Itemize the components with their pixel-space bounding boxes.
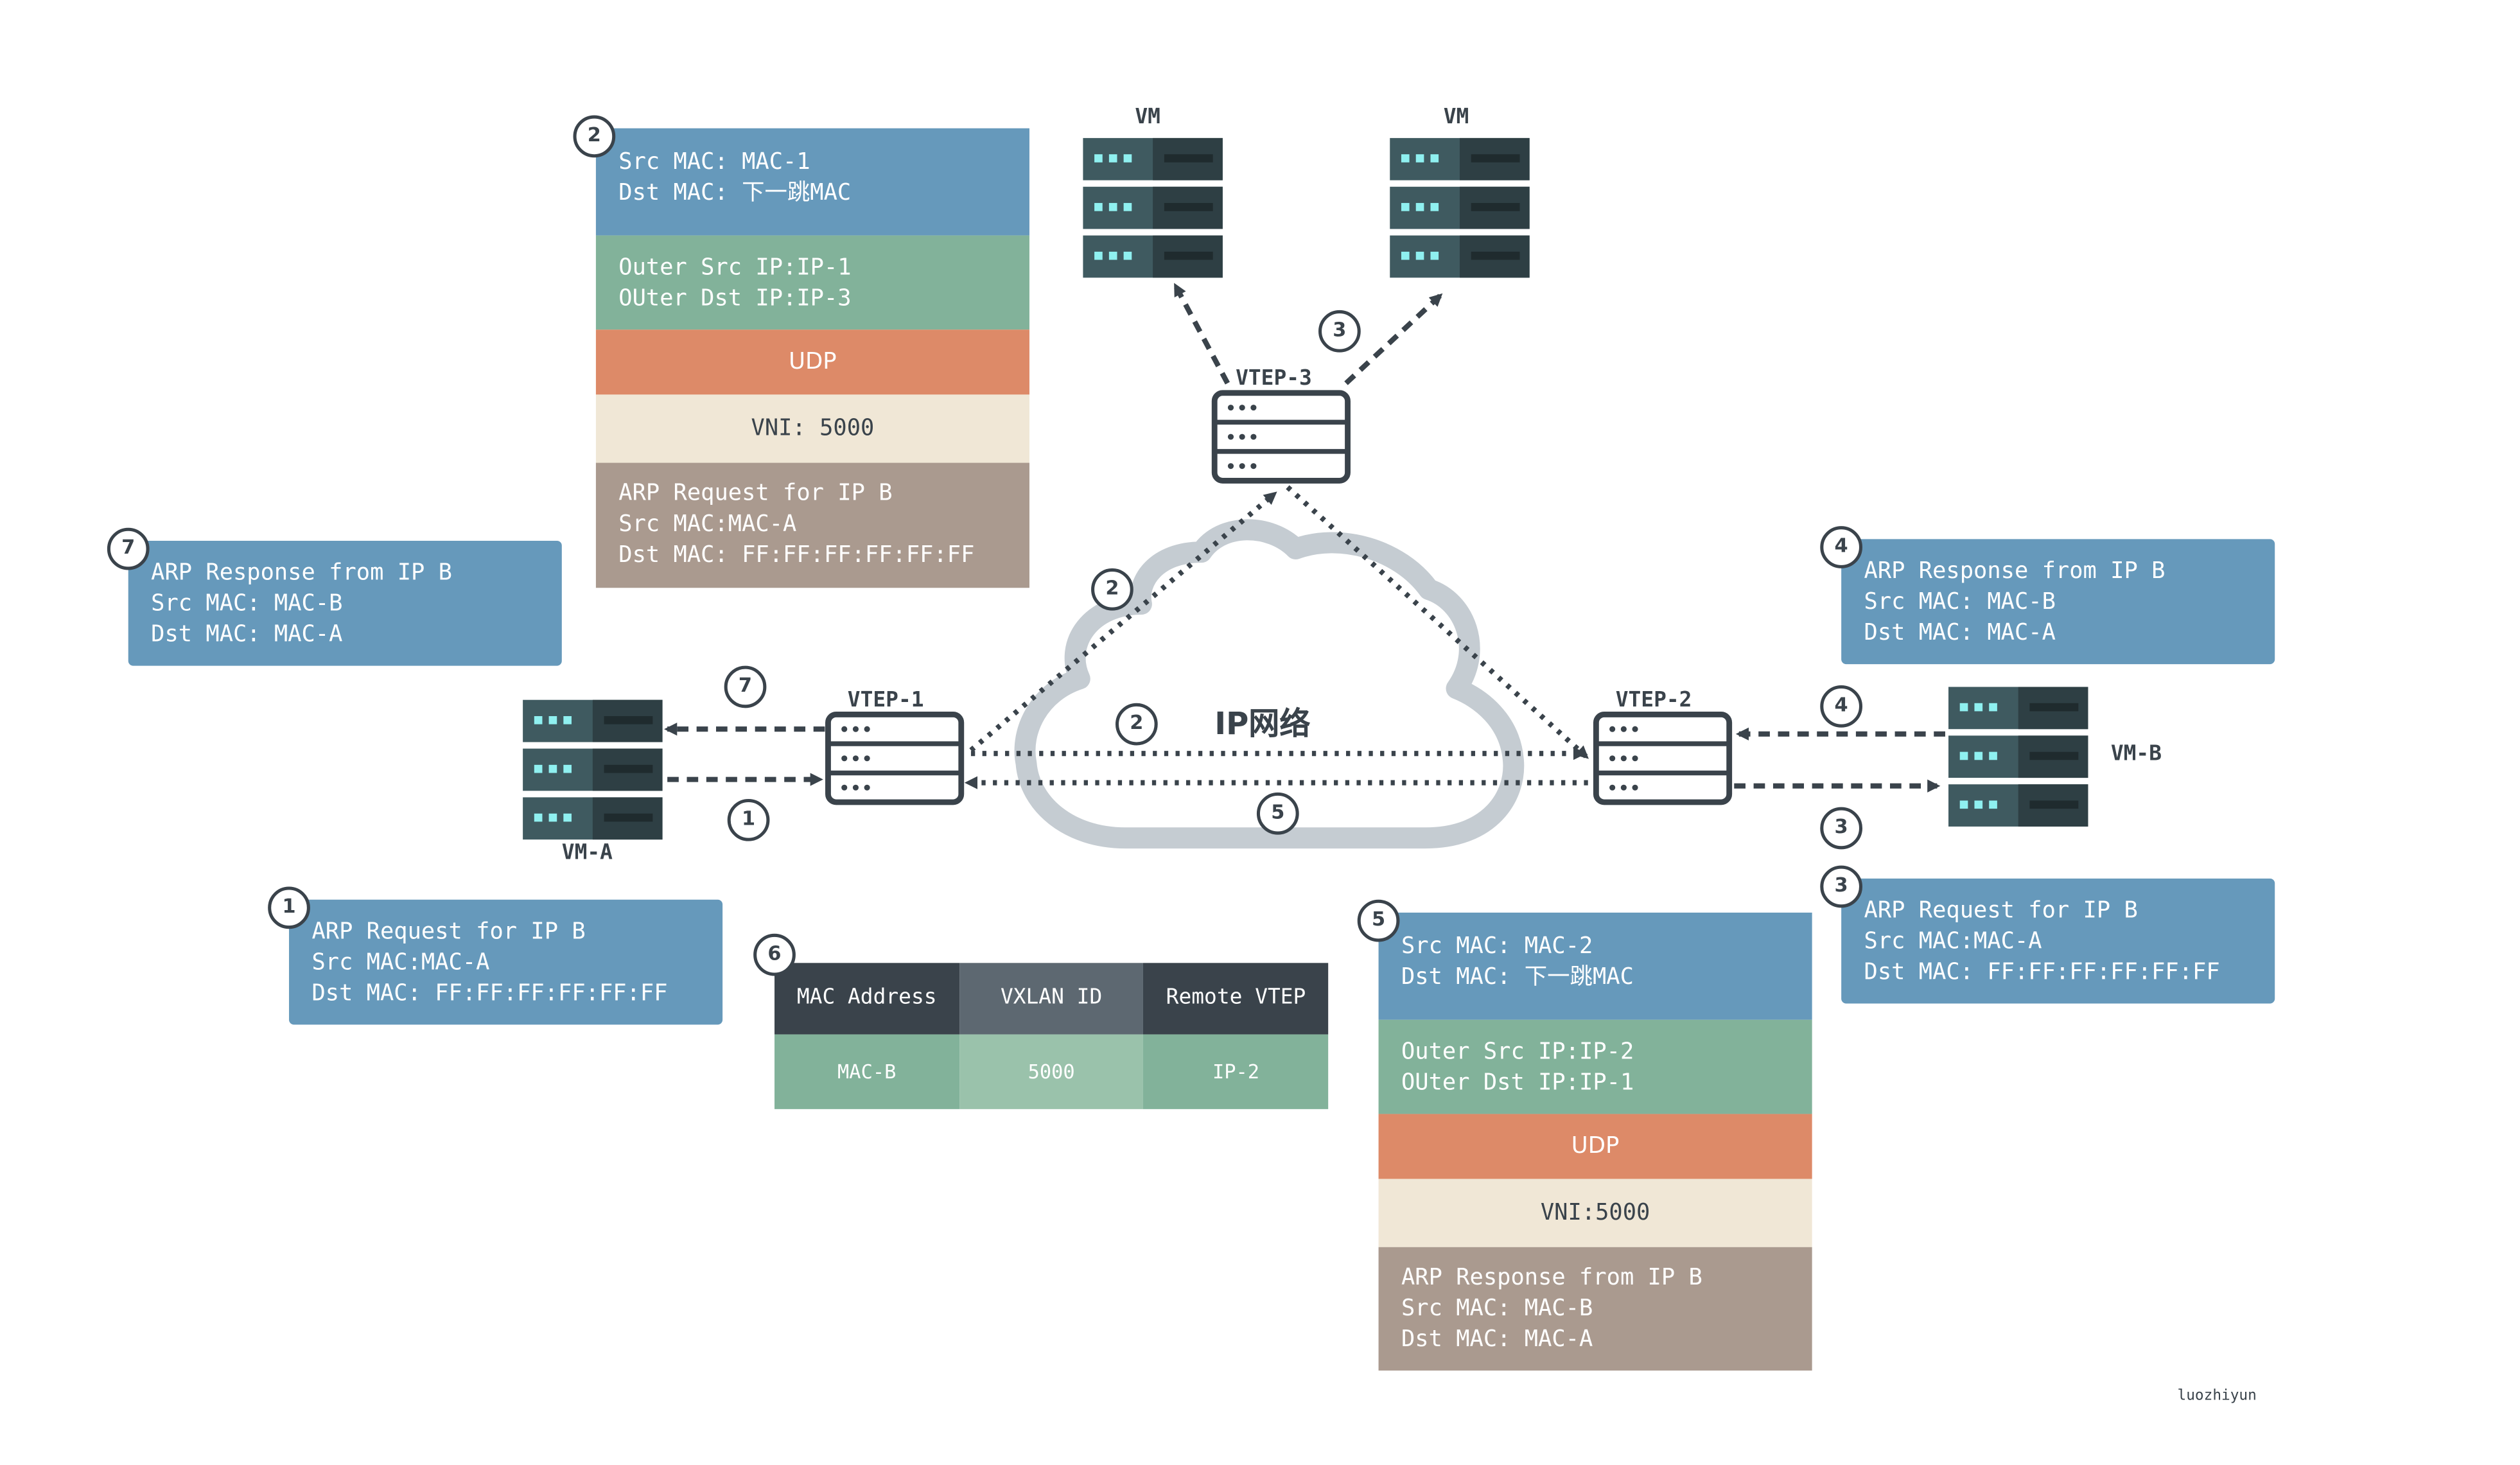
vm-right-top-server-icon bbox=[1390, 138, 1529, 277]
arp-message-line: Src MAC: MAC-B bbox=[151, 591, 343, 617]
arp-message-line: Src MAC: MAC-B bbox=[1864, 589, 2056, 616]
arrow-vtep1-to-vtep3 bbox=[969, 491, 1277, 753]
vtep2-switch-icon bbox=[1596, 714, 1729, 802]
table-header-remote-vtep: Remote VTEP bbox=[1143, 963, 1329, 1035]
vtep1-label: VTEP-1 bbox=[847, 689, 924, 713]
ip-network-cloud bbox=[1014, 519, 1525, 849]
packet-5-payload-line: Dst MAC: MAC-A bbox=[1401, 1326, 1593, 1353]
table-row: MAC-B 5000 IP-2 bbox=[774, 1034, 1329, 1109]
step-badge-4: 4 bbox=[1820, 526, 1863, 568]
packet-5-vni: VNI:5000 bbox=[1378, 1179, 1812, 1247]
step-badge-5: 5 bbox=[1357, 899, 1400, 942]
packet-2-dst-mac: Dst MAC: 下一跳MAC bbox=[618, 180, 852, 207]
arp-message-line: ARP Request for IP B bbox=[1864, 898, 2138, 924]
packet-2-stack: Src MAC: MAC-1 Dst MAC: 下一跳MAC Outer Src… bbox=[595, 128, 1029, 588]
step-badge-3: 3 bbox=[1318, 310, 1361, 353]
packet-5-payload-line: Src MAC: MAC-B bbox=[1401, 1295, 1593, 1322]
vm-left-top-server-icon bbox=[1083, 138, 1222, 277]
packet-5-ethernet-header: Src MAC: MAC-2 Dst MAC: 下一跳MAC bbox=[1378, 912, 1812, 1020]
step-badge-2: 2 bbox=[573, 115, 616, 158]
packet-5-stack: Src MAC: MAC-2 Dst MAC: 下一跳MAC Outer Src… bbox=[1378, 912, 1812, 1371]
table-header-mac: MAC Address bbox=[774, 963, 959, 1035]
arp-message-1: ARP Request for IP B Src MAC:MAC-A Dst M… bbox=[289, 899, 723, 1025]
packet-5-udp: UDP bbox=[1378, 1114, 1812, 1179]
packet-2-payload: ARP Request for IP B Src MAC:MAC-A Dst M… bbox=[595, 462, 1029, 588]
packet-2-payload-line: Src MAC:MAC-A bbox=[618, 511, 797, 538]
step-badge-1: 1 bbox=[268, 886, 310, 929]
arp-message-3: ARP Request for IP B Src MAC:MAC-A Dst M… bbox=[1841, 878, 2275, 1004]
arp-message-line: Dst MAC: MAC-A bbox=[1864, 620, 2056, 647]
arrow-vtep3-to-vm-left bbox=[1173, 283, 1230, 385]
table-cell-mac: MAC-B bbox=[774, 1034, 959, 1109]
vtep2-label: VTEP-2 bbox=[1615, 689, 1692, 713]
packet-5-src-mac: Src MAC: MAC-2 bbox=[1401, 933, 1593, 960]
table-cell-remote-vtep: IP-2 bbox=[1143, 1034, 1329, 1109]
vm-left-top-label: VM bbox=[1135, 105, 1160, 130]
table-header-row: MAC Address VXLAN ID Remote VTEP bbox=[774, 963, 1329, 1035]
step-badge-2: 2 bbox=[1115, 703, 1158, 746]
step-badge-5: 5 bbox=[1256, 792, 1299, 835]
step-badge-2: 2 bbox=[1091, 568, 1133, 611]
arp-message-line: ARP Response from IP B bbox=[1864, 558, 2166, 585]
packet-2-payload-line: Dst MAC: FF:FF:FF:FF:FF:FF bbox=[618, 542, 975, 568]
packet-2-src-mac: Src MAC: MAC-1 bbox=[618, 149, 810, 176]
step-badge-1: 1 bbox=[727, 798, 770, 841]
arp-message-line: Dst MAC: MAC-A bbox=[151, 622, 343, 648]
packet-2-vni: VNI: 5000 bbox=[595, 394, 1029, 463]
packet-5-payload: ARP Response from IP B Src MAC: MAC-B Ds… bbox=[1378, 1247, 1812, 1371]
ip-network-label: IP网络 bbox=[1214, 706, 1311, 742]
arrow-vtep3-to-vm-right bbox=[1344, 293, 1443, 385]
table-cell-vxlan-id: 5000 bbox=[959, 1034, 1144, 1109]
vm-b-server-icon bbox=[1948, 687, 2088, 826]
arp-message-line: ARP Response from IP B bbox=[151, 560, 452, 586]
table-header-vxlan-id: VXLAN ID bbox=[959, 963, 1144, 1035]
vm-a-label: VM-A bbox=[561, 841, 613, 866]
arp-message-line: Dst MAC: FF:FF:FF:FF:FF:FF bbox=[1864, 960, 2220, 986]
step-badge-6: 6 bbox=[753, 933, 796, 976]
step-badge-3: 3 bbox=[1820, 807, 1863, 850]
packet-5-dst-mac: Dst MAC: 下一跳MAC bbox=[1401, 964, 1634, 991]
packet-5-outer-src-ip: Outer Src IP:IP-2 bbox=[1401, 1039, 1634, 1066]
arp-message-line: Src MAC:MAC-A bbox=[1864, 929, 2042, 955]
vm-a-server-icon bbox=[523, 700, 662, 839]
packet-2-outer-src-ip: Outer Src IP:IP-1 bbox=[618, 254, 852, 281]
author-credit: luozhiyun bbox=[2177, 1388, 2257, 1405]
arp-message-line: ARP Request for IP B bbox=[311, 919, 586, 945]
packet-2-ip-header: Outer Src IP:IP-1 OUter Dst IP:IP-3 bbox=[595, 235, 1029, 330]
vtep-forwarding-table: MAC Address VXLAN ID Remote VTEP MAC-B 5… bbox=[774, 963, 1329, 1109]
arp-message-line: Dst MAC: FF:FF:FF:FF:FF:FF bbox=[311, 981, 668, 1007]
step-badge-4: 4 bbox=[1820, 685, 1863, 728]
packet-2-udp: UDP bbox=[595, 329, 1029, 395]
packet-2-ethernet-header: Src MAC: MAC-1 Dst MAC: 下一跳MAC bbox=[595, 128, 1029, 236]
packet-5-outer-dst-ip: OUter Dst IP:IP-1 bbox=[1401, 1070, 1634, 1096]
step-badge-3: 3 bbox=[1820, 865, 1863, 908]
packet-5-ip-header: Outer Src IP:IP-2 OUter Dst IP:IP-1 bbox=[1378, 1019, 1812, 1114]
arp-message-4: ARP Response from IP B Src MAC: MAC-B Ds… bbox=[1841, 539, 2275, 665]
packet-5-payload-line: ARP Response from IP B bbox=[1401, 1265, 1702, 1292]
vm-right-top-label: VM bbox=[1443, 105, 1469, 130]
arp-message-line: Src MAC:MAC-A bbox=[311, 950, 490, 976]
arp-message-7: ARP Response from IP B Src MAC: MAC-B Ds… bbox=[128, 540, 562, 666]
vtep3-switch-icon bbox=[1214, 393, 1347, 481]
vm-b-label: VM-B bbox=[2110, 742, 2162, 767]
vtep3-label: VTEP-3 bbox=[1236, 367, 1312, 392]
packet-2-payload-line: ARP Request for IP B bbox=[618, 480, 893, 507]
step-badge-7: 7 bbox=[107, 527, 150, 570]
vtep1-switch-icon bbox=[828, 714, 961, 802]
step-badge-7: 7 bbox=[724, 665, 767, 708]
packet-2-outer-dst-ip: OUter Dst IP:IP-3 bbox=[618, 285, 852, 312]
